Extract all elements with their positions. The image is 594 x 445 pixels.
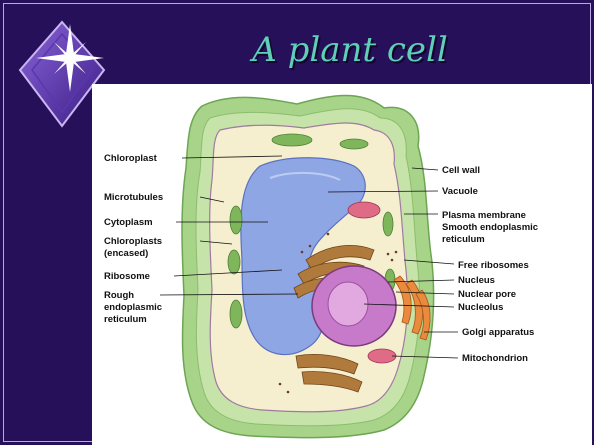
nucleolus-shape <box>328 282 368 326</box>
label-plasma-membrane: Plasma membrane <box>442 210 526 221</box>
label-ribosome: Ribosome <box>104 271 150 282</box>
label-nucleolus: Nucleolus <box>458 302 503 313</box>
label-chloroplasts-encased-1: Chloroplasts <box>104 236 162 247</box>
label-rough-er-2: endoplasmic <box>104 302 162 313</box>
label-vacuole: Vacuole <box>442 186 478 197</box>
label-rough-er-1: Rough <box>104 290 134 301</box>
label-nuclear-pore: Nuclear pore <box>458 289 516 300</box>
label-cytoplasm: Cytoplasm <box>104 217 153 228</box>
label-rough-er-3: reticulum <box>104 314 147 325</box>
label-mitochondrion: Mitochondrion <box>462 353 528 364</box>
diagram-panel: Chloroplast Microtubules Cytoplasm Chlor… <box>92 84 592 445</box>
label-chloroplasts-encased-2: (encased) <box>104 248 148 259</box>
plant-cell-diagram: Chloroplast Microtubules Cytoplasm Chlor… <box>92 84 592 445</box>
label-free-ribosomes: Free ribosomes <box>458 260 529 271</box>
label-microtubules: Microtubules <box>104 192 163 203</box>
label-golgi: Golgi apparatus <box>462 327 534 338</box>
label-cell-wall: Cell wall <box>442 165 480 176</box>
label-chloroplast: Chloroplast <box>104 153 158 164</box>
label-nucleus: Nucleus <box>458 275 495 286</box>
label-smooth-er-2: reticulum <box>442 234 485 245</box>
label-smooth-er-1: Smooth endoplasmic <box>442 222 538 233</box>
slide-title: A plant cell <box>170 28 530 72</box>
